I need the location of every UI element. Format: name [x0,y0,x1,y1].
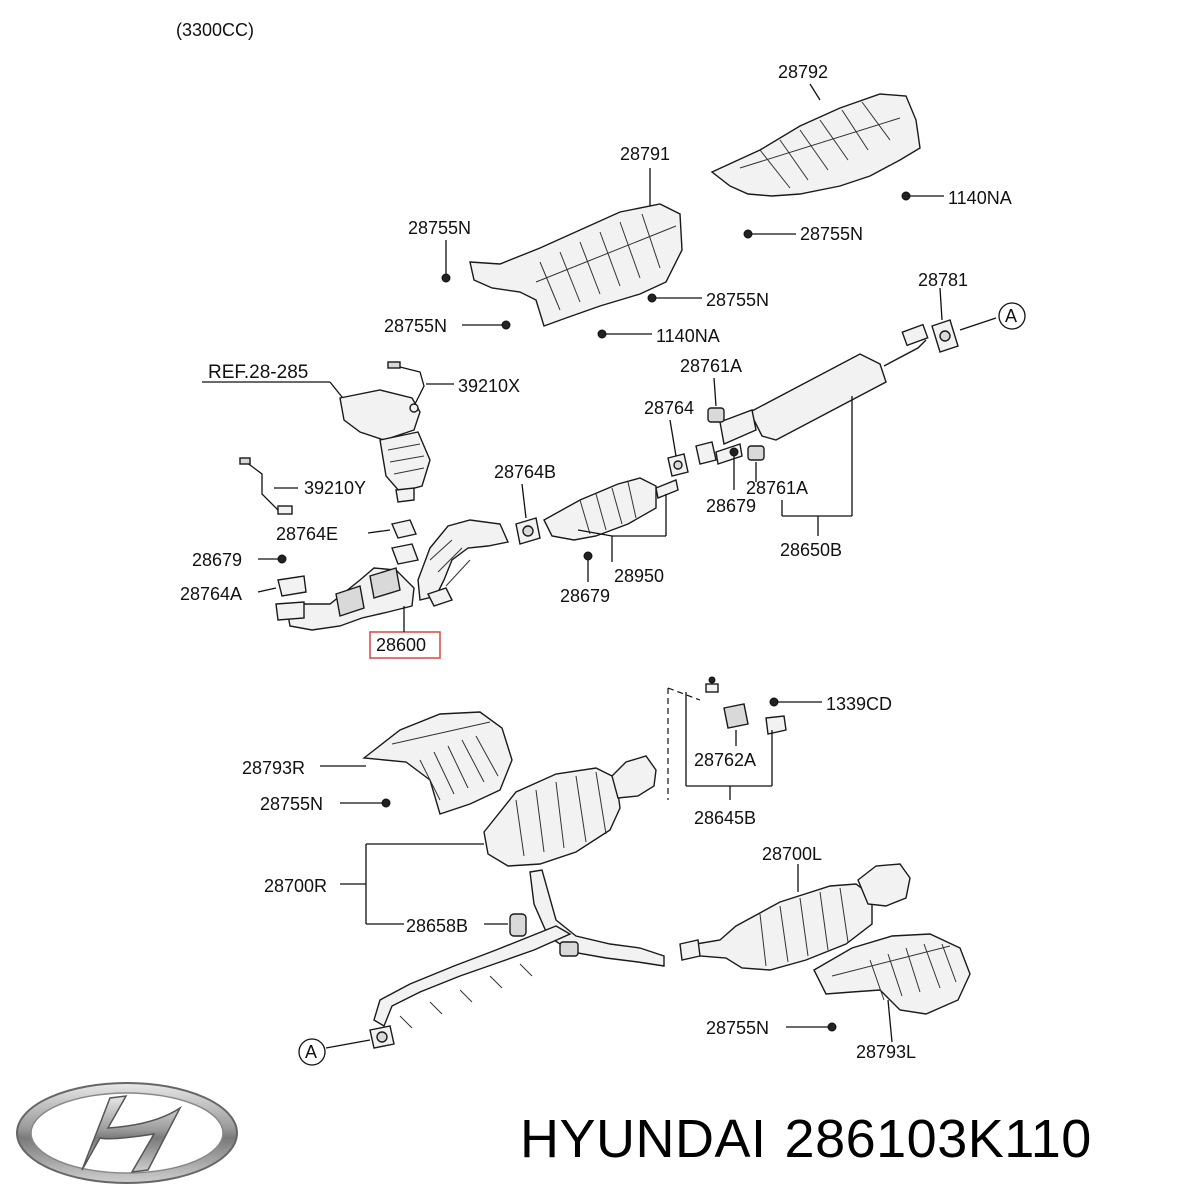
label-28793l: 28793L [856,1042,916,1062]
nut-icon [743,229,753,239]
label-28755n-c: 28755N [706,290,769,310]
label-28658b: 28658B [406,916,468,936]
label-28700r: 28700R [264,876,327,896]
label-28761a-bot: 28761A [746,478,808,498]
front-pipe-28600 [285,519,509,631]
label-39210y: 39210Y [304,478,366,498]
callout-a-top-icon [998,302,1026,330]
label-28679-left: 28679 [192,550,242,570]
label-28761a-top: 28761A [680,356,742,376]
flange-28781 [931,319,959,353]
label-28650b: 28650B [780,540,842,560]
label-28600: 28600 [376,635,426,655]
label-28791: 28791 [620,144,670,164]
label-28764a: 28764A [180,584,242,604]
heat-shield-28792 [710,93,921,197]
main-muffler-28700l [679,863,911,971]
callout-a-top: A [1005,306,1017,326]
exhaust-manifold-catalyst [339,389,431,503]
label-28755n-f: 28755N [706,1018,769,1038]
label-28755n-e: 28755N [260,794,323,814]
main-muffler-28700r [483,755,657,867]
brand-name: HYUNDAI [520,1109,767,1169]
label-28764e: 28764E [276,524,338,544]
label-28645b: 28645B [694,808,756,828]
nut-icon [647,293,657,303]
nut-icon [381,798,391,808]
hyundai-logo-icon [16,1082,238,1184]
bolt-icon [901,191,911,201]
highlight-box-28600 [369,631,441,659]
label-1140na-mid: 1140NA [656,326,720,346]
y-pipe-assembly [369,869,665,1049]
label-28755n-a: 28755N [800,224,863,244]
label-39210x: 39210X [458,376,520,396]
label-28781: 28781 [918,270,968,290]
engine-label: (3300CC) [176,20,254,40]
nut-icon [277,554,287,564]
oxygen-sensor-39210y [239,457,293,515]
label-28950: 28950 [614,566,664,586]
nut-icon [729,447,739,457]
callout-a-bottom: A [305,1042,317,1062]
label-28700l: 28700L [762,844,822,864]
hanger-28762a [705,676,787,735]
heat-shield-28793r [362,711,513,815]
label-28762a: 28762A [694,750,756,770]
heat-shield-28791 [469,203,683,327]
label-28792: 28792 [778,62,828,82]
hanger-28761a-top [707,407,725,423]
center-muffler-28650b [719,323,929,445]
nut-icon [441,273,451,283]
gasket-28764e [391,519,419,565]
heat-shield-28793l [813,933,971,1015]
nut-icon [501,320,511,330]
label-28764b: 28764B [494,462,556,482]
oxygen-sensor-39210x [387,361,425,413]
label-28679-right: 28679 [706,496,756,516]
flange-joint [695,441,743,465]
label-28755n-b: 28755N [408,218,471,238]
hanger-28761a-bottom [747,445,765,461]
part-number: 286103K110 [784,1109,1092,1169]
callout-a-bottom-icon [298,1038,326,1066]
gasket-28764b [515,517,541,545]
nut-icon [769,697,779,707]
label-1339cd: 1339CD [826,694,892,714]
gasket-28764a [275,575,307,621]
catalytic-converter-28950 [543,477,679,541]
nut-icon [583,551,593,561]
nut-icon [827,1022,837,1032]
label-1140na-top: 1140NA [948,188,1012,208]
label-28764: 28764 [644,398,694,418]
label-ref-28-285: REF.28-285 [208,362,308,383]
label-28793r: 28793R [242,758,305,778]
hanger-28658b [509,913,527,937]
label-28679-mid: 28679 [560,586,610,606]
bolt-icon [597,329,607,339]
gasket-28764 [667,453,689,477]
footer-caption: HYUNDAI 286103K110 [520,1108,1110,1170]
label-28755n-d: 28755N [384,316,447,336]
